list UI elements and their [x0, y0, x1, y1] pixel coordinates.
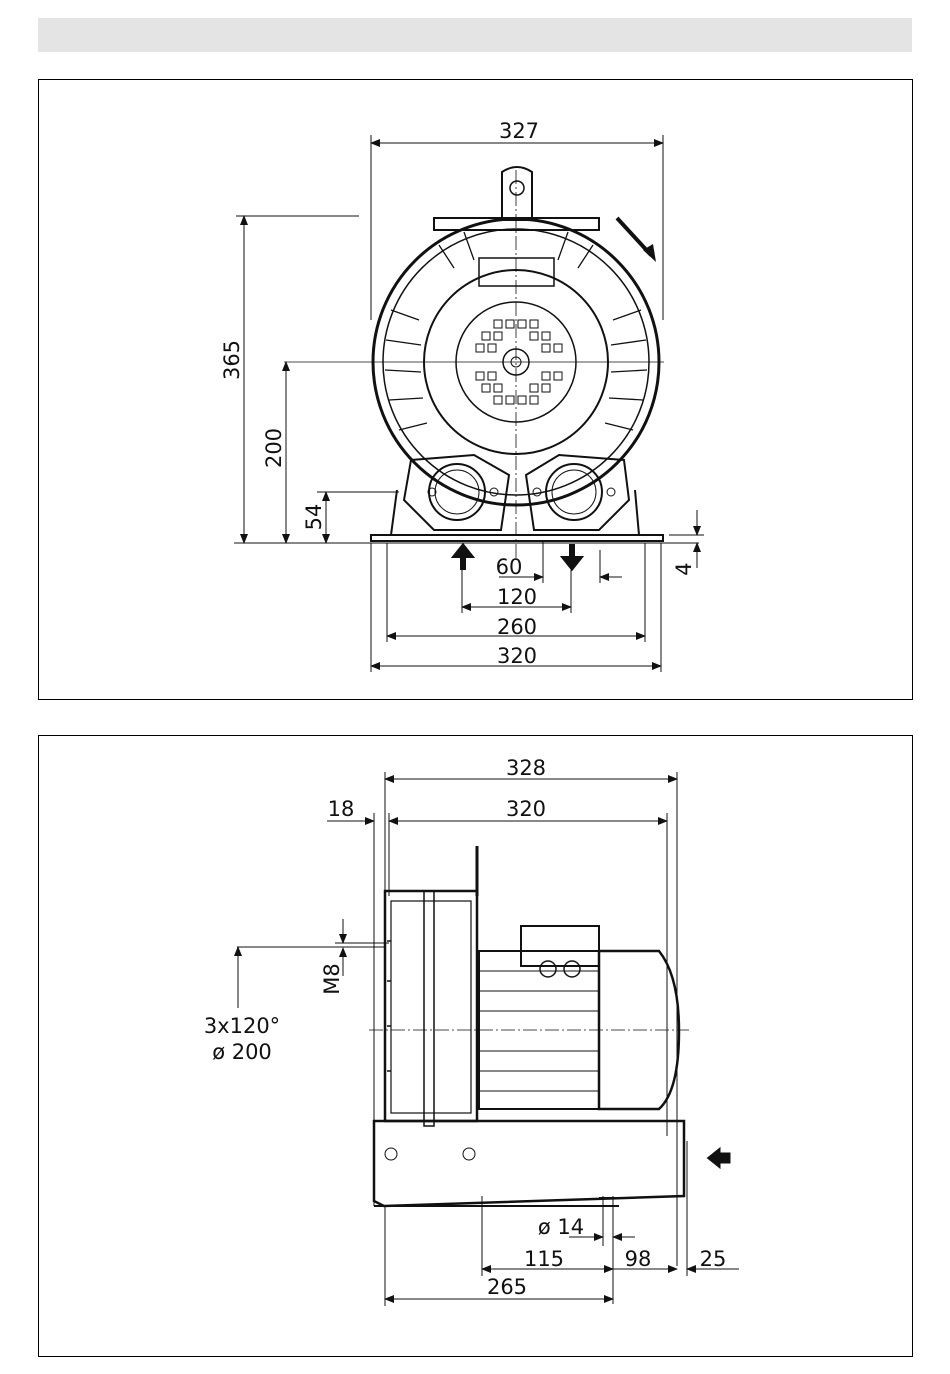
dim-60-label: 60: [496, 555, 523, 579]
dim-98-label: 98: [625, 1247, 652, 1271]
dim-365-label: 365: [220, 340, 244, 380]
side-view-drawing: 328 320 18 M8 3x120° ø 200 ø 14 115 98 2…: [39, 736, 912, 1356]
front-view-panel: 327 365 200 54 4 60 120 260 320: [38, 79, 913, 700]
side-view-panel: 328 320 18 M8 3x120° ø 200 ø 14 115 98 2…: [38, 735, 913, 1357]
header-bar: [38, 18, 912, 52]
bolt-pattern-line2: ø 200: [212, 1040, 272, 1064]
dim-200-label: 200: [262, 428, 286, 468]
dim-265-label: 265: [487, 1275, 527, 1299]
side-inlet-arrow: [709, 1150, 729, 1166]
dim-328-label: 328: [506, 756, 546, 780]
dim-54-label: 54: [302, 504, 326, 531]
dim-115-label: 115: [524, 1247, 564, 1271]
outlet-arrow: [564, 546, 580, 568]
bolt-pattern-line1: 3x120°: [204, 1014, 280, 1038]
dim-260-label: 260: [497, 615, 537, 639]
dim-18-label: 18: [328, 797, 355, 821]
dim-320-side-label: 320: [506, 797, 546, 821]
dim-hole-dia-label: ø 14: [538, 1215, 584, 1239]
inlet-arrow: [455, 546, 471, 568]
dim-327-label: 327: [499, 119, 539, 143]
front-view-drawing: 327 365 200 54 4 60 120 260 320: [39, 80, 912, 699]
dim-m8-label: M8: [320, 963, 344, 994]
dim-320-label: 320: [497, 644, 537, 668]
blower-side-body: [374, 846, 684, 1206]
dim-120-label: 120: [497, 585, 537, 609]
dim-4-label: 4: [672, 562, 696, 575]
dim-25-label: 25: [700, 1247, 727, 1271]
